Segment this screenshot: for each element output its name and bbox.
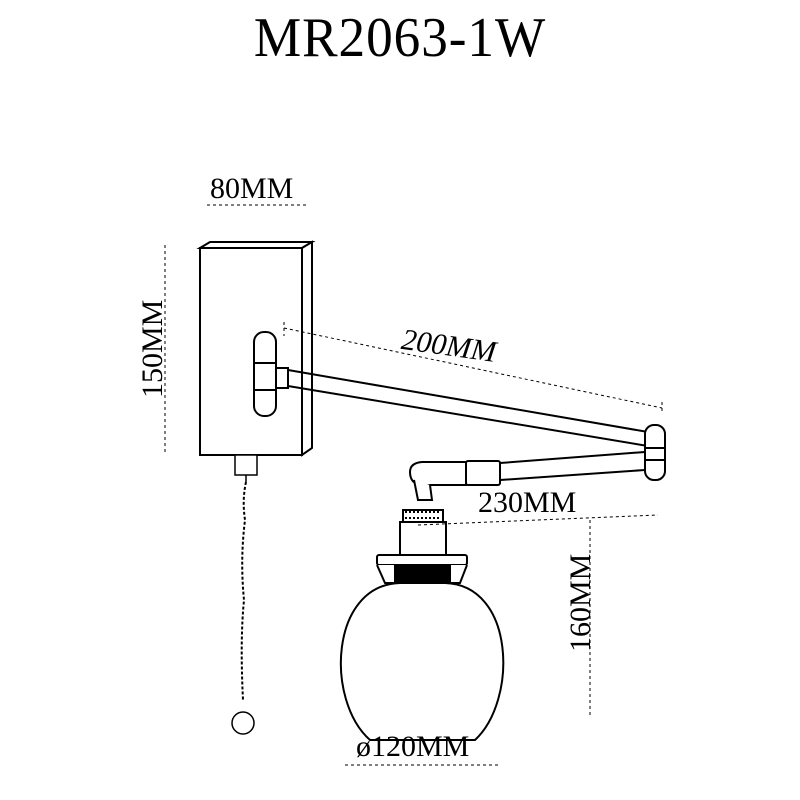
pull-chain — [231, 454, 258, 735]
upper-arm — [287, 369, 649, 447]
shade-height-label: 160MM — [564, 553, 597, 652]
reach-dimension-line — [417, 514, 659, 526]
shade-diameter-label: ø120MM — [356, 730, 470, 763]
arm-dimension-line — [283, 322, 663, 414]
model-title: MR2063-1W — [253, 7, 547, 69]
lower-arm — [408, 450, 646, 501]
lamp-socket — [376, 509, 468, 584]
height-label: 150MM — [136, 299, 169, 398]
width-label: 80MM — [210, 172, 294, 205]
elbow-joint — [644, 424, 666, 481]
reach-label: 230MM — [478, 486, 577, 519]
pivot-joint — [253, 331, 289, 417]
glass-shade — [339, 582, 505, 741]
